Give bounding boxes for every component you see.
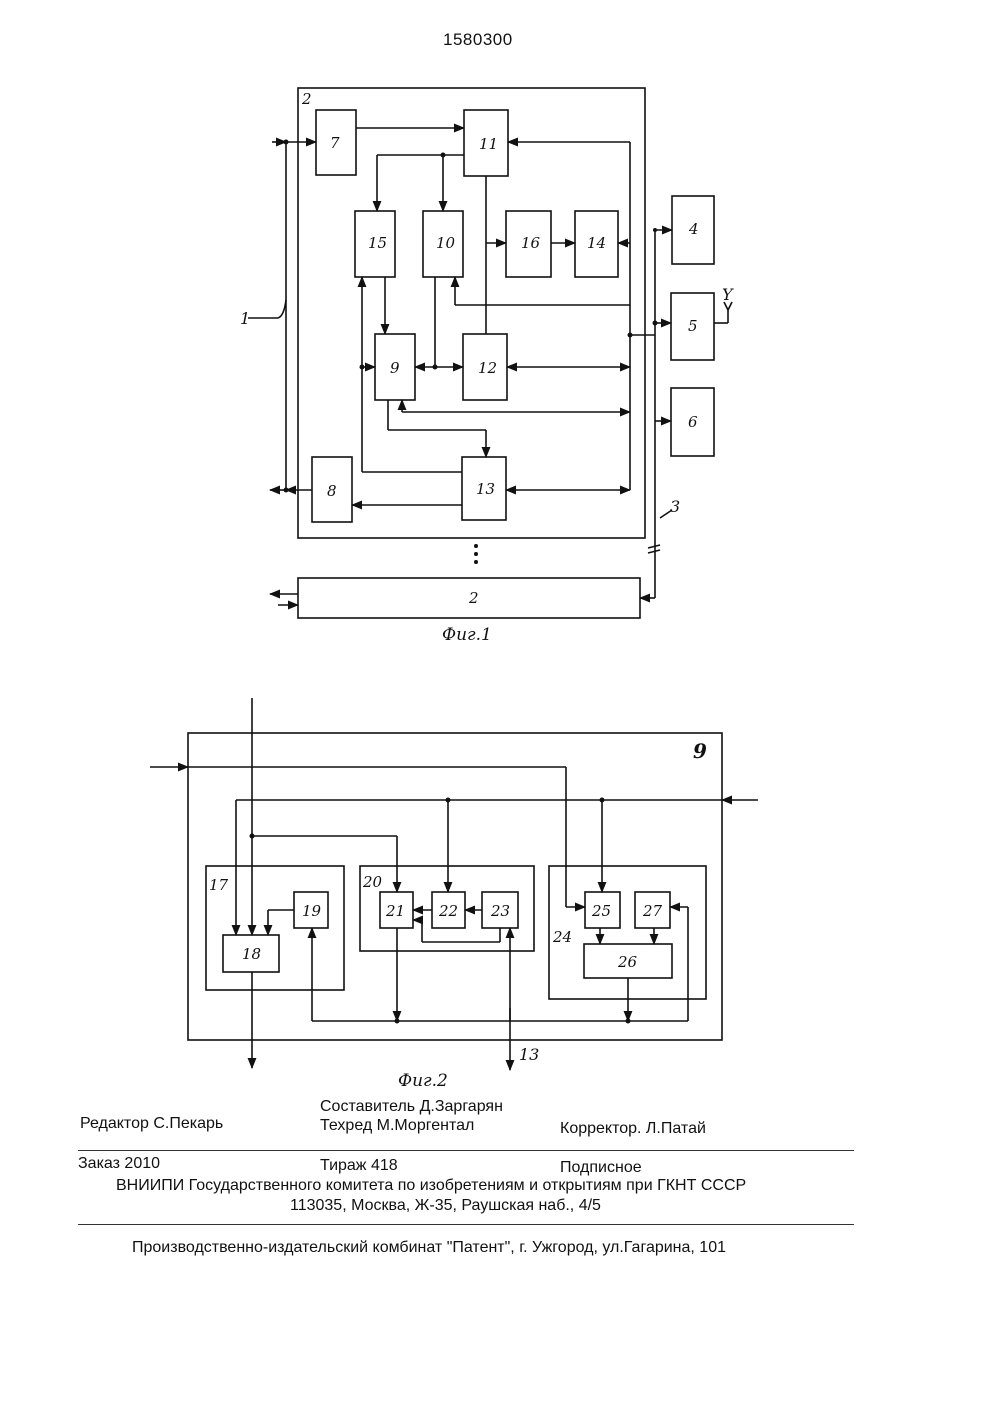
corrector: Корректор. Л.Патай [560, 1120, 706, 1138]
label-8: 8 [327, 482, 337, 500]
label-2: 2 [301, 90, 312, 108]
label-27: 27 [642, 902, 663, 920]
label-25: 25 [591, 902, 611, 920]
label-19: 19 [302, 902, 322, 920]
label-output-y: Y [722, 285, 734, 304]
label-7: 7 [330, 134, 340, 152]
label-bus-3: 3 [670, 497, 680, 516]
figure-2 [150, 698, 758, 1070]
figure-2-caption: Фиг.2 [398, 1071, 448, 1091]
label-14: 14 [587, 234, 606, 252]
label-17: 17 [209, 876, 229, 894]
institute: ВНИИПИ Государственного комитета по изоб… [116, 1177, 746, 1195]
label-24: 24 [552, 928, 572, 946]
publisher: Производственно-издательский комбинат "П… [132, 1239, 726, 1257]
label-26: 26 [617, 953, 638, 971]
label-5: 5 [688, 317, 698, 335]
label-21: 21 [385, 902, 405, 920]
subscription: Подписное [560, 1159, 642, 1177]
figure-1-labels: 2 7 11 15 10 16 14 9 12 13 8 4 5 6 2 1 3… [240, 90, 734, 645]
divider-bottom [78, 1224, 854, 1225]
address: 113035, Москва, Ж-35, Раушская наб., 4/5 [290, 1197, 601, 1215]
editor: Редактор С.Пекарь [80, 1115, 223, 1133]
label-4: 4 [688, 220, 699, 238]
block-9-frame [188, 733, 722, 1040]
label-20: 20 [362, 873, 383, 891]
label-11: 11 [479, 135, 498, 153]
label-bus-1: 1 [240, 309, 250, 328]
compiler: Составитель Д.Заргарян [320, 1098, 503, 1116]
label-15: 15 [368, 234, 387, 252]
label-13: 13 [476, 480, 495, 498]
label-12: 12 [478, 359, 497, 377]
print-run: Тираж 418 [320, 1157, 398, 1175]
label-18: 18 [242, 945, 261, 963]
label-6: 6 [688, 413, 698, 431]
divider-top [78, 1150, 854, 1151]
order-number: Заказ 2010 [78, 1155, 160, 1173]
label-16: 16 [521, 234, 541, 252]
label-bus-13: 13 [519, 1045, 539, 1064]
label-10: 10 [436, 234, 456, 252]
label-9-title: 9 [693, 739, 707, 763]
block-2-frame [298, 88, 645, 538]
label-23: 23 [490, 902, 510, 920]
label-9: 9 [390, 359, 400, 377]
figure-1 [248, 88, 732, 618]
figure-2-labels: 9 17 20 24 18 19 21 22 23 25 27 26 13 Фи… [209, 739, 707, 1091]
label-2-lower: 2 [468, 589, 479, 607]
figure-1-caption: Фиг.1 [442, 625, 492, 645]
techred: Техред М.Моргентал [320, 1117, 474, 1135]
label-22: 22 [438, 902, 458, 920]
